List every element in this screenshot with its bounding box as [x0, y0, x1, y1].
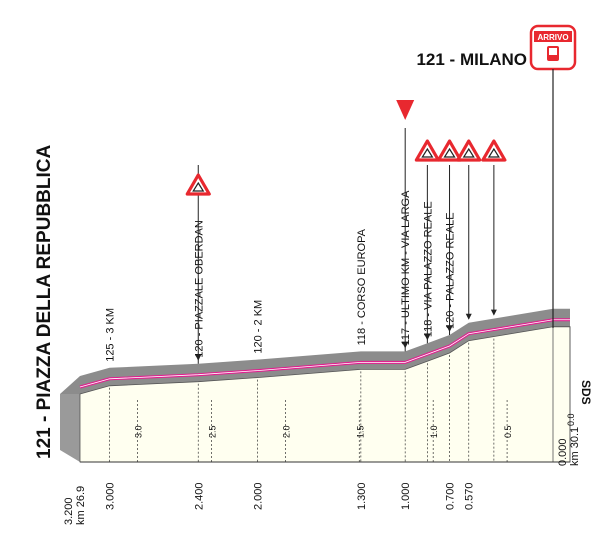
point-of-interest: 120 - PALAZZO REALE 0.700: [436, 139, 463, 510]
warning-triangle-icon: [436, 139, 463, 162]
point-label: 120 - PALAZZO REALE: [445, 212, 457, 329]
arrivo-icon: ARRIVO: [529, 24, 577, 71]
point-arrow-head: [424, 334, 431, 341]
warning-triangle-icon: [456, 139, 482, 162]
last-km-flag-icon: [396, 100, 415, 120]
arrivo-badge-text: ARRIVO: [537, 33, 568, 42]
axis-tick-label: 2.5: [207, 425, 217, 438]
point-of-interest: 120 - 2 KM 2.000: [252, 300, 264, 510]
finish-km: km 30.1: [569, 427, 581, 466]
point-arrow-head: [446, 326, 453, 332]
point-to-go: 2.400: [193, 482, 205, 510]
axis-layer: 3.0 2.5 2.0 1.5 1.0 0.5: [134, 400, 513, 462]
start-to-go: 3.200: [63, 497, 75, 525]
point-of-interest: 120 - PIAZZALE OBERDAN 2.400: [185, 165, 211, 510]
road-line-core: [79, 319, 570, 388]
point-arrow-head: [402, 342, 409, 349]
point-arrow-head: [465, 313, 472, 320]
point-to-go: 2.000: [252, 482, 264, 510]
profile-front: [79, 326, 571, 463]
finish-to-go: 0.000: [557, 438, 569, 466]
profile-top: [60, 308, 570, 394]
point-to-go: 0.570: [464, 482, 476, 510]
finish-label: 121 - MILANO: [416, 50, 527, 69]
start-km: km 26.9: [75, 486, 87, 525]
warning-triangle-icon: [481, 139, 507, 162]
point-of-interest: 118 - CORSO EUROPA 1.300: [356, 228, 368, 510]
point-label: 120 - PIAZZALE OBERDAN: [193, 220, 205, 358]
warning-triangle-icon: [414, 139, 440, 162]
point-label: 120 - 2 KM: [252, 300, 264, 354]
point-to-go: 1.300: [356, 482, 368, 510]
warning-triangle-icon: [185, 173, 211, 196]
point-to-go: 1.000: [400, 482, 412, 510]
point-of-interest: 0.570: [456, 139, 482, 510]
points-layer: 125 - 3 KM 3.000 120 - PIAZZALE OBERDAN 2.4…: [105, 100, 507, 510]
point-of-interest: 118 - VIA PALAZZO REALE: [414, 139, 440, 462]
point-of-interest: 117 - ULTIMO KM - VIA LARGA 1.000: [396, 100, 415, 510]
point-label: 125 - 3 KM: [105, 308, 117, 362]
finish-axis-zero: 0.0: [566, 413, 576, 426]
point-of-interest: 125 - 3 KM 3.000: [105, 308, 117, 510]
sds-label: SDS: [579, 380, 593, 405]
axis-tick-label: 1.0: [429, 425, 439, 438]
point-label: 118 - VIA PALAZZO REALE: [422, 201, 434, 337]
point-arrow-head: [490, 309, 497, 316]
profile-layer: [60, 308, 571, 463]
point-label: 117 - ULTIMO KM - VIA LARGA: [400, 190, 412, 346]
point-of-interest: [481, 139, 507, 462]
point-arrow-head: [195, 354, 202, 361]
chart-title: 121 - PIAZZA DELLA REPUBBLICA: [34, 144, 55, 459]
axis-tick-label: 0.5: [503, 425, 513, 438]
point-to-go: 3.000: [105, 482, 117, 510]
point-to-go: 0.700: [445, 482, 457, 510]
axis-tick-label: 3.0: [134, 425, 144, 438]
profile-side: [60, 394, 80, 462]
point-label: 118 - CORSO EUROPA: [356, 228, 368, 345]
axis-tick-label: 2.0: [281, 425, 291, 438]
axis-tick-label: 1.5: [355, 425, 365, 438]
